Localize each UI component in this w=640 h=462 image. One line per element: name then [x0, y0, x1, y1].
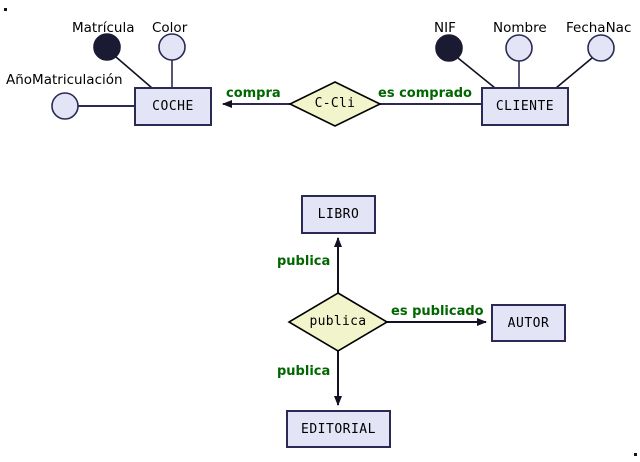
- attribute-label-color: Color: [152, 20, 188, 36]
- attribute-shape-color: [158, 33, 186, 61]
- attribute-shape-fechanac: [587, 34, 615, 62]
- role-label-publica-editorial: publica: [277, 364, 331, 379]
- attribute-shape-nif: [435, 34, 463, 62]
- attribute-shape-anomatriculacion: [51, 92, 79, 120]
- entity-label-coche[interactable]: COCHE: [152, 99, 194, 114]
- entity-label-libro[interactable]: LIBRO: [317, 207, 360, 222]
- role-label-compra: compra: [226, 86, 281, 101]
- entity-shape-libro: [301, 195, 376, 234]
- connector-nif-cliente: [457, 57, 496, 89]
- entity-label-autor[interactable]: AUTOR: [507, 315, 550, 331]
- relationship-shape-c-cli: [288, 81, 382, 127]
- entity-shape-coche: [134, 87, 212, 126]
- entity-label-editorial[interactable]: EDITORIAL: [301, 421, 376, 437]
- attribute-label-fechanac: FechaNac: [566, 20, 632, 36]
- attribute-shape-nombre: [505, 34, 533, 62]
- attribute-label-matricula: Matrícula: [72, 20, 135, 36]
- connector-fechanac-cliente: [555, 57, 593, 89]
- relationship-shape-publica: [287, 292, 389, 352]
- bottom-right-dot: [634, 453, 637, 456]
- entity-shape-autor: [491, 304, 566, 342]
- attribute-shape-matricula: [93, 33, 121, 61]
- entity-shape-cliente: [481, 87, 569, 126]
- top-left-dot: [4, 8, 7, 11]
- entity-label-cliente[interactable]: CLIENTE: [495, 99, 555, 114]
- relationship-label-c-cli[interactable]: C-Cli: [314, 96, 356, 111]
- relationship-label-publica[interactable]: publica: [309, 314, 367, 329]
- attribute-label-anomatriculacion: AñoMatriculación: [6, 72, 123, 88]
- connector-matricula-coche: [115, 56, 153, 89]
- role-label-es-publicado: es publicado: [391, 304, 484, 319]
- entity-shape-editorial: [286, 410, 391, 448]
- attribute-label-nif: NIF: [434, 20, 456, 36]
- role-label-publica-libro: publica: [277, 254, 331, 269]
- role-label-es-comprado: es comprado: [378, 86, 472, 101]
- attribute-label-nombre: Nombre: [493, 20, 547, 36]
